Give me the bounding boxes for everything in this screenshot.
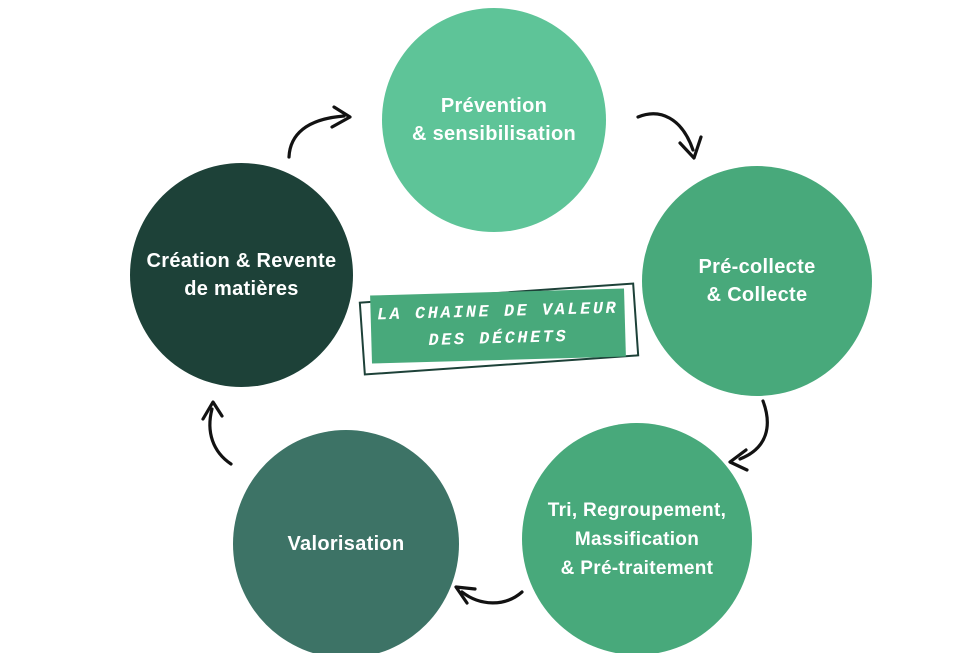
arrow-precollecte-to-tri-icon: [728, 399, 769, 472]
stage-circle-pre-collecte: Pré-collecte & Collecte: [642, 166, 872, 396]
stage-label-valorisation: Valorisation: [288, 530, 405, 558]
diagram-title-line-1: LA CHAINE DE VALEUR: [376, 299, 619, 326]
stage-label-line: Création & Revente: [146, 250, 337, 272]
stage-circle-valorisation: Valorisation: [233, 430, 459, 653]
stage-label-line: Pré-collecte: [698, 256, 816, 278]
stage-label-line: de matières: [184, 278, 299, 300]
stage-label-line: Valorisation: [287, 533, 405, 555]
arrow-creation-to-prevention-icon: [287, 105, 352, 159]
stage-label-prevention: Prévention & sensibilisation: [412, 92, 576, 148]
stage-circle-prevention: Prévention & sensibilisation: [382, 8, 606, 232]
arrow-tri-to-valorisation-icon: [454, 585, 524, 605]
stage-label-line: Massification: [574, 528, 700, 550]
arrow-prevention-to-precollecte-icon: [636, 112, 703, 160]
title-box: LA CHAINE DE VALEUR DES DÉCHETS: [370, 288, 626, 364]
arrow-valorisation-to-creation-icon: [201, 400, 233, 466]
stage-circle-tri-regroupement: Tri, Regroupement, Massification & Pré-t…: [522, 423, 752, 653]
stage-label-line: Tri, Regroupement,: [547, 499, 727, 521]
stage-label-line: & Pré-traitement: [560, 557, 714, 579]
stage-label-line: Prévention: [440, 95, 548, 117]
diagram-title-line-2: DES DÉCHETS: [428, 328, 569, 351]
stage-label-line: & Collecte: [706, 284, 808, 306]
stage-label-tri-regroupement: Tri, Regroupement, Massification & Pré-t…: [548, 496, 727, 583]
stage-label-pre-collecte: Pré-collecte & Collecte: [699, 253, 816, 309]
stage-label-creation-revente: Création & Revente de matières: [147, 247, 337, 303]
stage-label-line: & sensibilisation: [411, 123, 577, 145]
stage-circle-creation-revente: Création & Revente de matières: [130, 163, 353, 387]
